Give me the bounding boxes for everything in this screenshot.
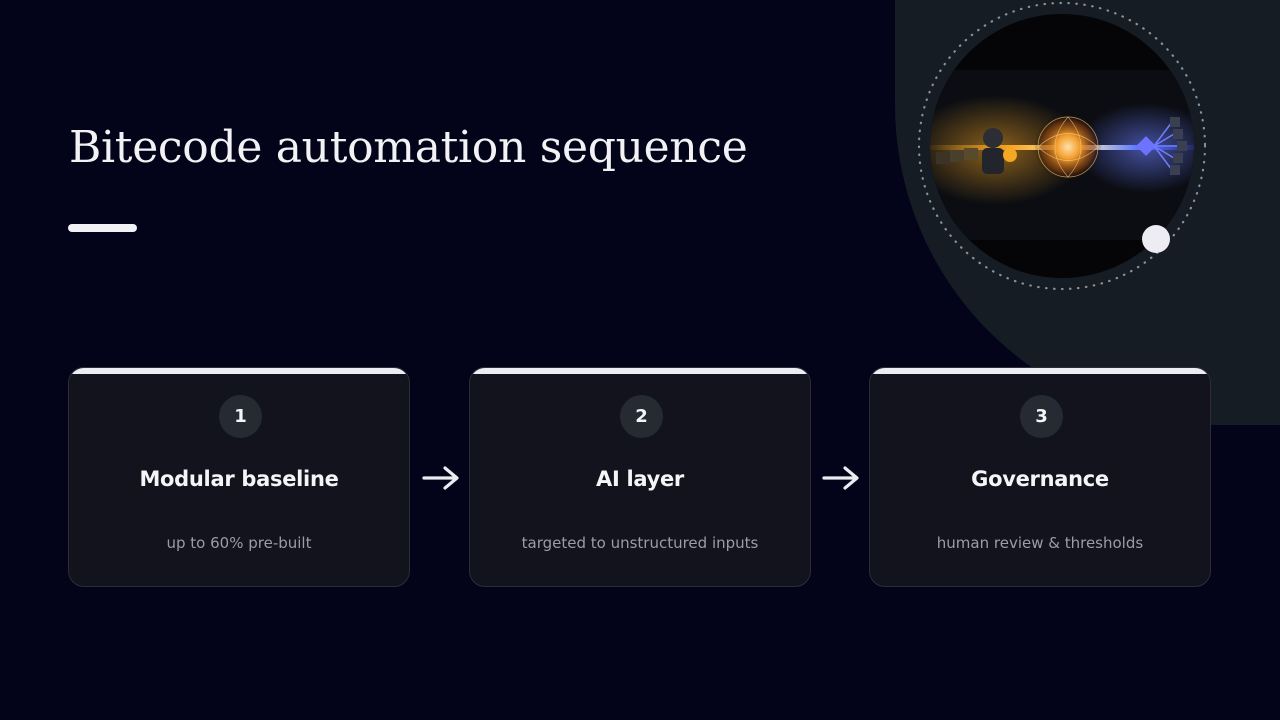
step-card-3: 3 Governance human review & thresholds <box>869 367 1211 587</box>
arrow-right-icon <box>822 466 859 490</box>
step-description: targeted to unstructured inputs <box>521 534 759 552</box>
hero-illustration <box>916 0 1210 294</box>
step-description: human review & thresholds <box>936 534 1144 552</box>
arrow-right-icon <box>422 466 459 490</box>
ai-pipeline-illustration-icon <box>917 1 1207 291</box>
step-title: Governance <box>971 467 1109 491</box>
slide-title: Bitecode automation sequence <box>69 122 748 173</box>
title-underline <box>68 224 137 232</box>
step-number-badge: 2 <box>620 395 663 438</box>
step-card-2: 2 AI layer targeted to unstructured inpu… <box>469 367 811 587</box>
step-card-1: 1 Modular baseline up to 60% pre-built <box>68 367 410 587</box>
step-title: AI layer <box>596 467 684 491</box>
step-number-badge: 3 <box>1020 395 1063 438</box>
step-number-badge: 1 <box>219 395 262 438</box>
step-title: Modular baseline <box>139 467 339 491</box>
step-description: up to 60% pre-built <box>166 534 312 552</box>
